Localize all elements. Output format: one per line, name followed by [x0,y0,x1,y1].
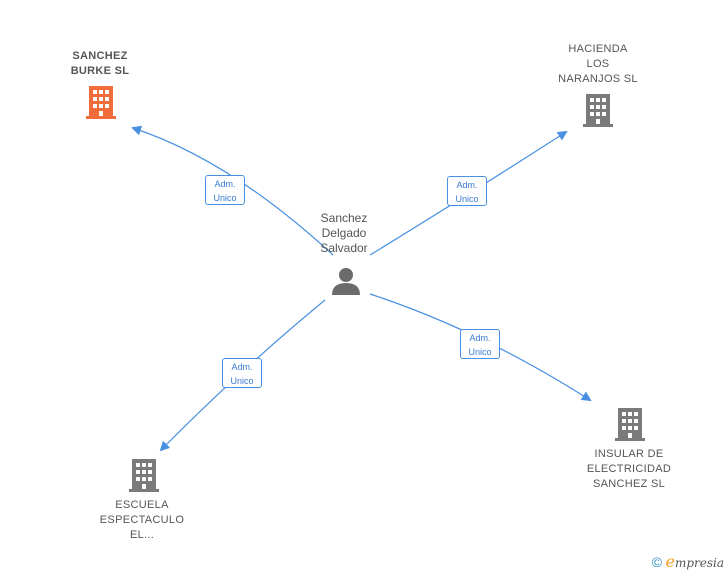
edge-label-insular: Adm. Unico [460,329,500,359]
person-icon[interactable] [332,268,360,295]
edge-role-line2: Unico [455,194,479,204]
building-icon[interactable] [583,94,613,127]
edge-role-line2: Unico [213,193,237,203]
edge-role-line1: Adm. [469,333,491,343]
edge-label-hacienda: Adm. Unico [447,176,487,206]
person-label[interactable]: Sanchez Delgado Salvador [320,211,368,255]
edge-role-line1: Adm. [456,180,478,190]
building-icon[interactable] [615,408,645,441]
brand-footer[interactable]: © empresia [652,552,724,571]
company-label-insular[interactable]: INSULAR DE ELECTRICIDAD SANCHEZ SL [586,448,672,490]
company-label-hacienda[interactable]: HACIENDA LOS NARANJOS SL [558,43,638,85]
company-label-escuela[interactable]: ESCUELA ESPECTACULO EL... [99,499,185,541]
edge-role-line1: Adm. [231,362,253,372]
brand-logo-text: mpresia [674,556,724,570]
edge-role-line2: Unico [468,347,492,357]
copyright-icon: © [651,554,663,570]
edge-label-escuela: Adm. Unico [222,358,262,388]
brand-logo-e: e [665,552,675,571]
edge-role-line2: Unico [230,376,254,386]
company-label-sanchez-burke[interactable]: SANCHEZ BURKE SL [70,50,130,77]
building-icon[interactable] [129,459,159,492]
building-icon[interactable] [86,86,116,119]
edge-label-sanchez-burke: Adm. Unico [205,175,245,205]
edge-role-line1: Adm. [214,179,236,189]
